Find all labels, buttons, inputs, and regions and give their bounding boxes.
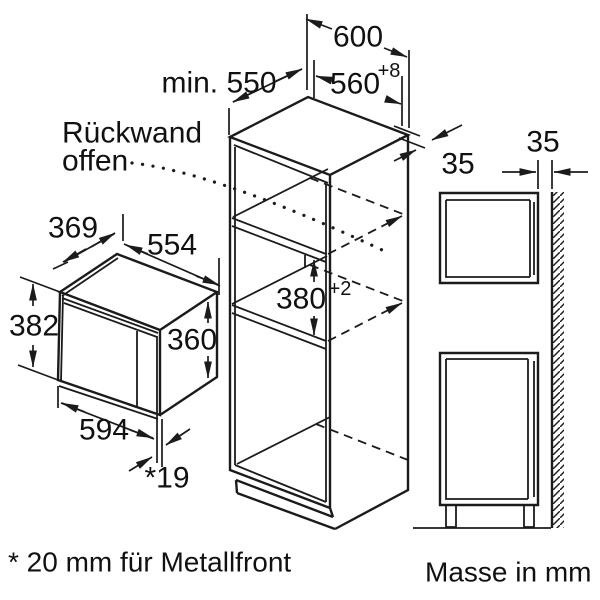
dim-label-front-width: 594 [79,414,129,447]
dim-label-niche-height: 380 [276,283,326,316]
arrow-369-left [62,248,87,263]
cabinet-carcass-inner [231,144,331,503]
cabinet-isometric [130,95,411,531]
dim-label-niche-width-tolerance: +8 [378,60,401,82]
arrow-554-left [125,244,149,255]
dim-label-total-height: 382 [9,310,59,343]
arrow-594-right [129,428,154,439]
dim-label-body-width: 554 [147,229,197,262]
arrow-560-right [384,95,402,105]
dimension-labels: 600 min. 550 560 +8 35 35 Rückwand offen… [8,21,591,588]
microwave-outline [56,252,220,417]
side-view-boxes [438,191,540,507]
back-open-note-line2: offen [62,145,128,178]
back-open-leader-dotted [130,161,384,252]
units-note-text: Masse in mm [425,557,591,588]
microwave-isometric [56,252,220,420]
arrow-594-left [61,402,86,413]
arrow-gap35-lower [393,149,417,162]
arrow-19-upper [165,428,191,446]
arrow-560-left [315,75,334,85]
dim-label-min-depth: min. 550 [161,67,276,100]
arrow-550-lower [232,89,259,103]
dim-label-top-back-gap: 35 [441,148,474,181]
dim-label-outer-width: 600 [333,21,383,54]
arrow-19-lower [128,456,153,472]
arrow-550-upper [275,68,303,82]
back-open-note-line1: Rückwand [62,117,202,150]
dim-label-depth: 369 [48,212,98,245]
arrow-gap35-upper [431,124,463,141]
dim-label-body-height: 360 [167,324,217,357]
side-view-inner [413,199,551,529]
cabinet-open-back-dashed [309,177,409,461]
dim-label-niche-height-tolerance: +2 [329,278,352,300]
arrow-369-right [90,232,116,248]
dimension-arrows [29,18,588,472]
cabinet-side-view [413,191,564,529]
cabinet-outline [227,95,411,531]
top-extension-lines [228,14,553,189]
arrow-600-right [383,47,408,58]
dim-label-niche-width: 560 [330,68,380,101]
footnote-text: * 20 mm für Metallfront [8,547,291,578]
dim-label-wall-gap: 35 [526,126,559,159]
wall-hatching [552,192,564,528]
arrow-600-left [305,18,333,30]
dim-label-door-proud: *19 [144,462,189,495]
microwave-door-details [58,257,159,420]
arrow-554-right [195,275,220,286]
shelf-depth-arrow-top [327,215,403,255]
shelf-depth-arrow-bottom [327,302,403,342]
